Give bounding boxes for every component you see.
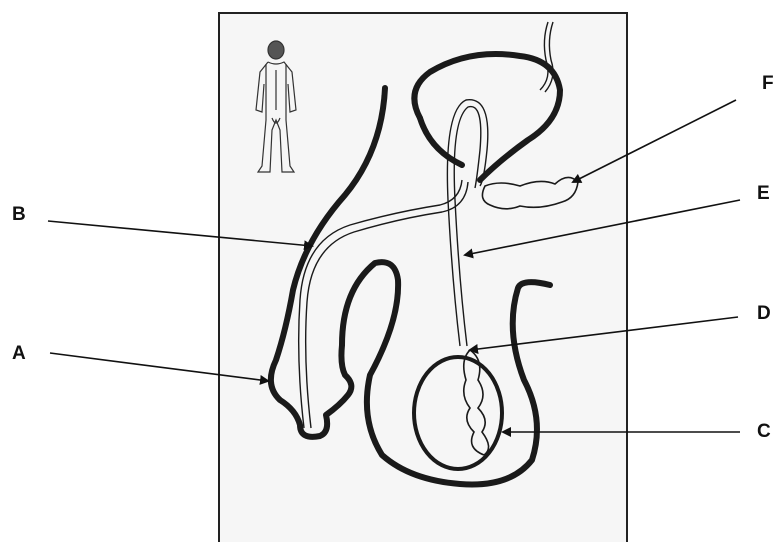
seminal-vesicle [482, 177, 578, 208]
label-F: F [762, 74, 774, 93]
ducts [299, 22, 553, 428]
pointer-F [573, 100, 736, 182]
pointer-B [48, 221, 312, 246]
label-D: D [757, 304, 771, 323]
label-E: E [757, 184, 770, 203]
label-B: B [12, 205, 26, 224]
label-A: A [12, 344, 26, 363]
human-figure-icon [256, 41, 296, 172]
testis [414, 350, 502, 469]
pointer-A [50, 353, 268, 381]
label-C: C [757, 422, 771, 441]
